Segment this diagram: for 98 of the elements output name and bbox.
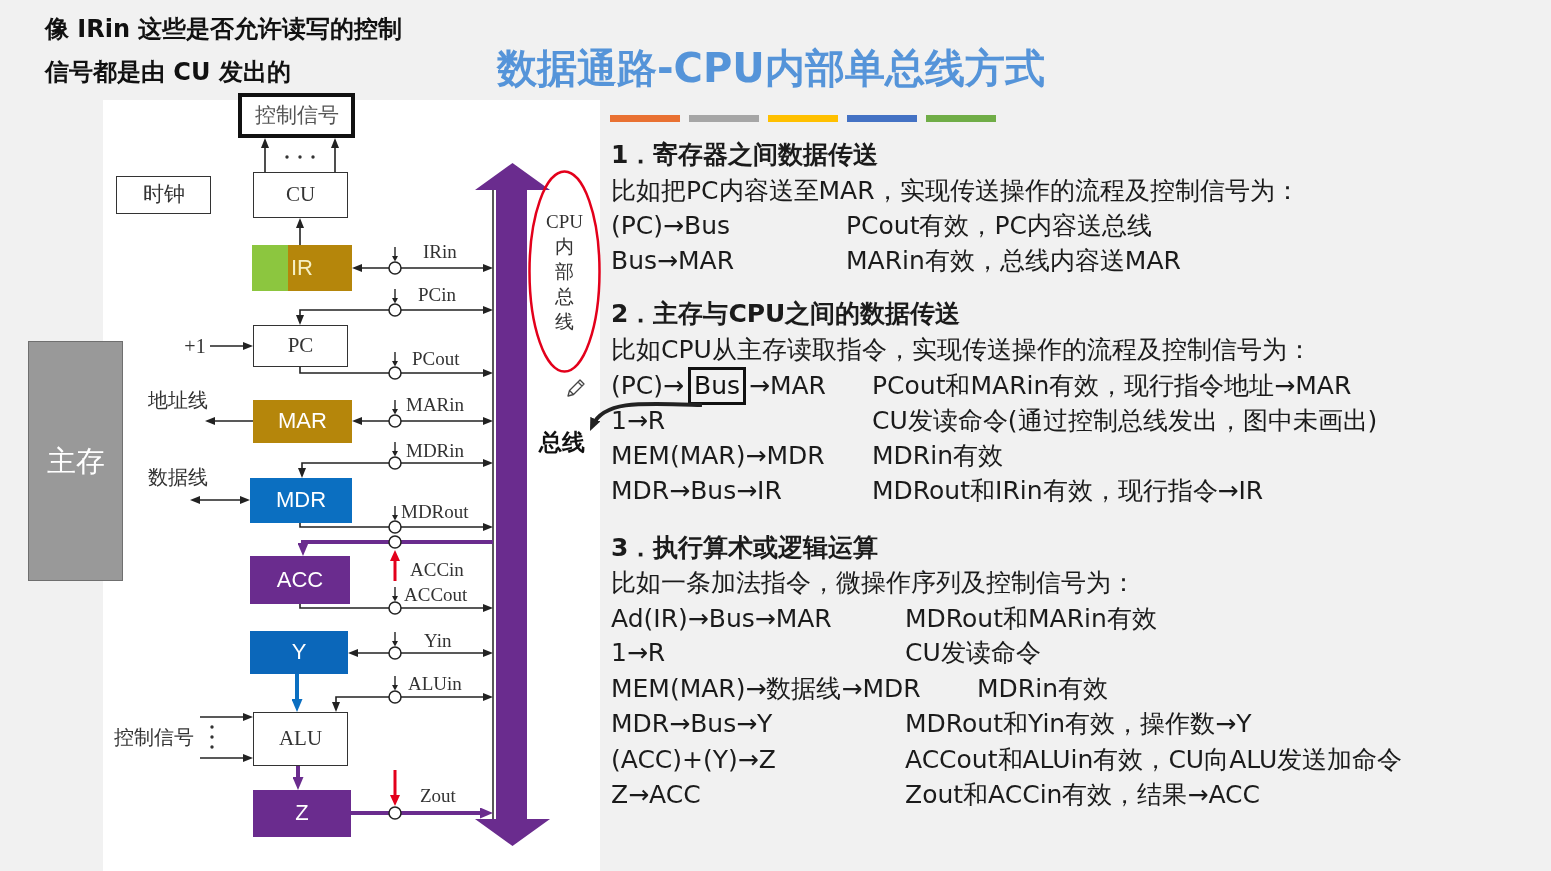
double-arrow (190, 496, 250, 504)
signal-description: CU发读命令(通过控制总线发出，图中未画出) (872, 407, 1378, 435)
micro-operation: (PC)→Bus (611, 212, 730, 240)
arrow (297, 540, 493, 556)
section-heading: 2．主存与CPU之间的数据传送 (611, 300, 961, 328)
signal-label: IRin (423, 240, 457, 263)
signal-description: Zout和ACCin有效，结果→ACC (905, 781, 1260, 809)
curved-arrow (589, 401, 703, 430)
signal-label: ACCout (404, 583, 468, 606)
annotation-label: 总线 (539, 429, 585, 457)
micro-operation: MEM(MAR)→MDR (611, 442, 825, 470)
section-intro: 比如把PC内容送至MAR，实现传送操作的流程及控制信号为： (611, 177, 1300, 205)
vertical-label: CPU内部总线 (546, 210, 583, 334)
signal-label: 控制信号 (114, 725, 194, 749)
block-label: 主存 (46, 443, 105, 479)
signal-label: PCout (412, 347, 460, 370)
double-arrow (348, 649, 493, 657)
arrow (331, 138, 339, 173)
signal-label: PCin (418, 283, 457, 306)
register-name: ACC (276, 566, 324, 594)
control-unit-box (253, 172, 348, 218)
signal-description: MDRout和MARin有效 (905, 605, 1157, 633)
section-intro: 比如一条加法指令，微操作序列及控制信号为： (611, 569, 1136, 597)
double-arrow (296, 306, 493, 325)
arrow (199, 754, 253, 762)
signal-description: MDRin有效 (977, 675, 1108, 703)
register-name: PC (287, 333, 314, 359)
arrow (209, 342, 253, 350)
micro-operation: Bus→MAR (611, 247, 734, 275)
arrow (299, 522, 493, 531)
micro-operation: (PC)→ (611, 372, 684, 400)
register-name: Y (291, 639, 307, 666)
block-label: CU (285, 182, 316, 208)
register-box (253, 790, 351, 837)
line-label: 数据线 (148, 466, 208, 489)
arrow (351, 807, 493, 819)
signal-description: MDRin有效 (872, 442, 1003, 470)
section-heading: 1．寄存器之间数据传送 (611, 141, 879, 169)
slide-title: 数据通路-CPU内部单总线方式 (497, 44, 1045, 93)
memory-block (28, 341, 123, 581)
signal-description: PCout和MARin有效，现行指令地址→MAR (872, 372, 1352, 400)
micro-operation: Z→ACC (611, 781, 701, 809)
arrow (299, 603, 493, 612)
micro-operation: MEM(MAR)→数据线→MDR (611, 675, 921, 703)
register-box (253, 400, 352, 443)
micro-operation: Ad(IR)→Bus→MAR (611, 605, 832, 633)
increment-label: +1 (184, 334, 206, 358)
signal-description: PCout有效，PC内容送总线 (846, 212, 1152, 240)
micro-operation: MDR→Bus→Y (611, 710, 773, 738)
section-intro: 比如CPU从主存读取指令，实现传送操作的流程及控制信号为： (611, 336, 1312, 364)
block-label: ALU (278, 726, 323, 752)
micro-operation: 1→R (611, 407, 666, 435)
register-box (252, 245, 352, 291)
signal-label: MARin (406, 393, 465, 416)
signal-box (238, 93, 355, 138)
micro-operation: 1→R (611, 639, 666, 667)
block-label: 控制信号 (254, 102, 339, 129)
micro-operation: (ACC)+(Y)→Z (611, 746, 776, 774)
micro-operation: MDR→Bus→IR (611, 477, 782, 505)
signal-description: CU发读命令 (905, 639, 1041, 667)
register-name: MDR (275, 487, 327, 514)
signal-label: MDRin (406, 439, 465, 462)
register-name: Z (295, 800, 309, 827)
double-arrow (332, 693, 493, 712)
arrow (291, 674, 303, 712)
arrow (292, 766, 304, 790)
register-box (253, 325, 348, 367)
block-label: 时钟 (142, 182, 185, 208)
double-arrow (352, 417, 493, 425)
arrow (261, 138, 269, 173)
signal-description: MDRout和Yin有效，操作数→Y (905, 710, 1252, 738)
line-label: 地址线 (148, 389, 208, 412)
arrow (299, 366, 493, 377)
double-arrow (352, 264, 493, 272)
signal-label: Yin (424, 629, 452, 652)
highlighted-word: Bus (694, 371, 740, 401)
signal-label: ALUin (408, 672, 462, 695)
register-box (250, 556, 350, 604)
register-box (250, 478, 352, 523)
arrow (205, 417, 254, 425)
arrow (296, 218, 304, 246)
signal-description: MARin有效，总线内容送MAR (846, 247, 1181, 275)
signal-description: ACCout和ALUin有效，CU向ALU发送加命令 (905, 746, 1403, 774)
register-name: IR (291, 254, 313, 282)
highlight-frame (688, 367, 746, 405)
signal-label: ACCin (410, 558, 464, 581)
register-box (250, 631, 348, 674)
section-heading: 3．执行算术或逻辑运算 (611, 534, 879, 562)
micro-operation: →MAR (749, 372, 826, 400)
clock-box (116, 176, 211, 214)
annotation-note: 像 IRin 这些是否允许读写的控制信号都是由 CU 发出的 (45, 14, 404, 88)
register-name: MAR (278, 408, 327, 435)
alu-box (253, 712, 348, 766)
signal-label: MDRout (401, 500, 469, 523)
signal-label: Zout (420, 784, 456, 807)
double-arrow (298, 459, 493, 478)
arrow (199, 713, 253, 721)
signal-description: MDRout和IRin有效，现行指令→IR (872, 477, 1264, 505)
